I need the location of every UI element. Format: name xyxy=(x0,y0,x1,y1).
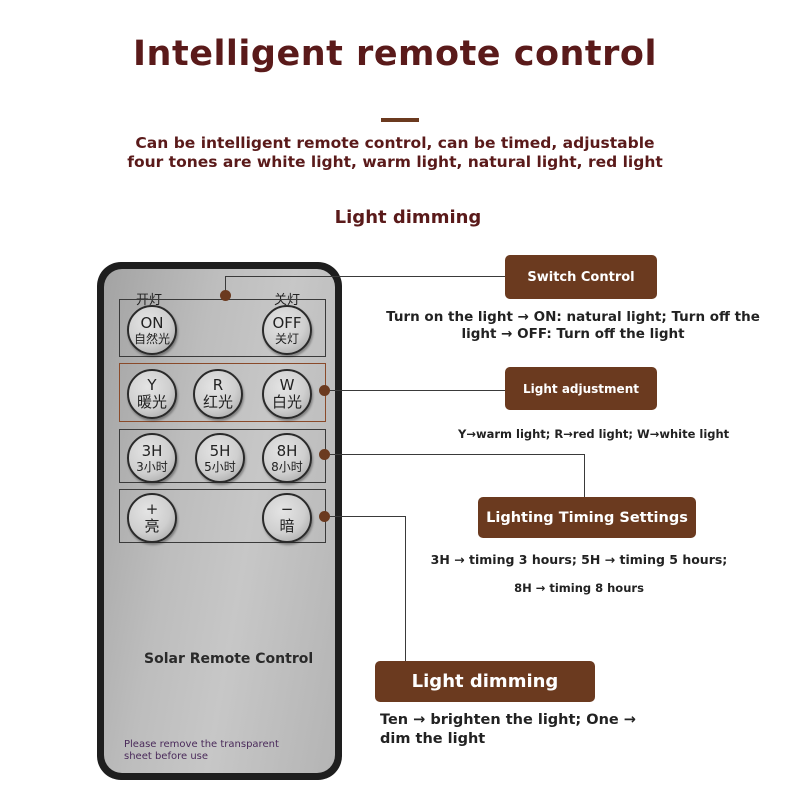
remote-brand-text: Solar Remote Control xyxy=(144,651,314,667)
timer-8h-button[interactable]: 8H 8小时 xyxy=(262,433,312,483)
page-title: Intelligent remote control xyxy=(133,34,657,74)
w-button-sublabel: 白光 xyxy=(271,393,302,411)
timer-5h-button[interactable]: 5H 5小时 xyxy=(195,433,245,483)
timer-5h-label: 5H xyxy=(209,441,231,460)
connector-switch-dot xyxy=(220,290,231,301)
timer-3h-label: 3H xyxy=(141,441,163,460)
on-button-sublabel: 自然光 xyxy=(133,331,170,346)
dim-button[interactable]: − 暗 xyxy=(262,493,312,543)
dimming-desc-line-2: dim the light xyxy=(380,731,486,747)
subtitle-line-1: Can be intelligent remote control, can b… xyxy=(135,134,655,152)
light-dimming-badge: Light dimming xyxy=(375,661,595,702)
remote-note-line-1: Please remove the transparent xyxy=(124,739,279,750)
subtitle-line-2: four tones are white light, warm light, … xyxy=(127,153,663,171)
connector-timing-dot xyxy=(319,449,330,460)
dim-sublabel: 暗 xyxy=(279,517,295,535)
connector-dimming-dot xyxy=(319,511,330,522)
timing-desc: 3H → timing 3 hours; 5H → timing 5 hours… xyxy=(420,552,738,595)
w-button[interactable]: W 白光 xyxy=(262,369,312,419)
light-adjustment-badge: Light adjustment xyxy=(505,367,657,410)
brighten-button[interactable]: + 亮 xyxy=(127,493,177,543)
timing-desc-line-1: 3H → timing 3 hours; 5H → timing 5 hours… xyxy=(430,552,728,567)
brighten-sublabel: 亮 xyxy=(144,517,160,535)
switch-control-desc: Turn on the light → ON: natural light; T… xyxy=(386,309,760,343)
section-title: Light dimming xyxy=(334,207,482,228)
title-divider xyxy=(381,118,419,122)
dim-label: − xyxy=(280,500,294,518)
remote-control: 开灯 关灯 ON 自然光 OFF 关灯 Y 暖光 R 红光 W 白光 3H 3小… xyxy=(97,262,342,780)
remote-note-line-2: sheet before use xyxy=(124,751,209,762)
connector-dimming-vertical xyxy=(405,516,406,680)
connector-switch-vertical xyxy=(225,276,226,295)
timer-3h-sublabel: 3小时 xyxy=(136,459,168,474)
remote-note: Please remove the transparent sheet befo… xyxy=(124,739,279,763)
subtitle: Can be intelligent remote control, can b… xyxy=(0,134,790,172)
switch-control-badge: Switch Control xyxy=(505,255,657,299)
label-off-cn: 关灯 xyxy=(274,293,301,308)
timer-8h-label: 8H xyxy=(276,441,298,460)
dimming-desc-line-1: Ten → brighten the light; One → xyxy=(380,712,636,728)
light-adjustment-desc: Y→warm light; R→red light; W→white light xyxy=(458,427,730,441)
r-button[interactable]: R 红光 xyxy=(193,369,243,419)
off-button[interactable]: OFF 关灯 xyxy=(262,305,312,355)
timer-8h-sublabel: 8小时 xyxy=(271,459,303,474)
on-button[interactable]: ON 自然光 xyxy=(127,305,177,355)
connector-switch-horizontal xyxy=(225,276,507,277)
timing-settings-badge: Lighting Timing Settings xyxy=(478,497,696,538)
y-button[interactable]: Y 暖光 xyxy=(127,369,177,419)
r-button-sublabel: 红光 xyxy=(202,393,233,411)
y-button-label: Y xyxy=(147,376,157,394)
switch-desc-line-1: Turn on the light → ON: natural light; T… xyxy=(386,309,760,325)
connector-timing-horizontal xyxy=(330,454,584,455)
switch-desc-line-2: light → OFF: Turn off the light xyxy=(461,326,685,342)
off-button-sublabel: 关灯 xyxy=(274,331,299,346)
w-button-label: W xyxy=(279,376,295,394)
brighten-label: + xyxy=(145,500,159,518)
timer-5h-sublabel: 5小时 xyxy=(204,459,236,474)
light-dimming-desc: Ten → brighten the light; One → dim the … xyxy=(380,711,636,749)
timer-3h-button[interactable]: 3H 3小时 xyxy=(127,433,177,483)
connector-adjust-line xyxy=(330,390,506,391)
on-button-label: ON xyxy=(140,313,164,332)
y-button-sublabel: 暖光 xyxy=(136,393,167,411)
remote-face: 开灯 关灯 ON 自然光 OFF 关灯 Y 暖光 R 红光 W 白光 3H 3小… xyxy=(104,269,335,773)
r-button-label: R xyxy=(212,376,224,394)
label-on-cn: 开灯 xyxy=(136,293,163,308)
connector-timing-vertical xyxy=(584,454,585,498)
timing-desc-line-2: 8H → timing 8 hours xyxy=(514,581,644,595)
connector-adjust-dot xyxy=(319,385,330,396)
off-button-label: OFF xyxy=(272,313,302,332)
connector-dimming-horizontal xyxy=(330,516,406,517)
